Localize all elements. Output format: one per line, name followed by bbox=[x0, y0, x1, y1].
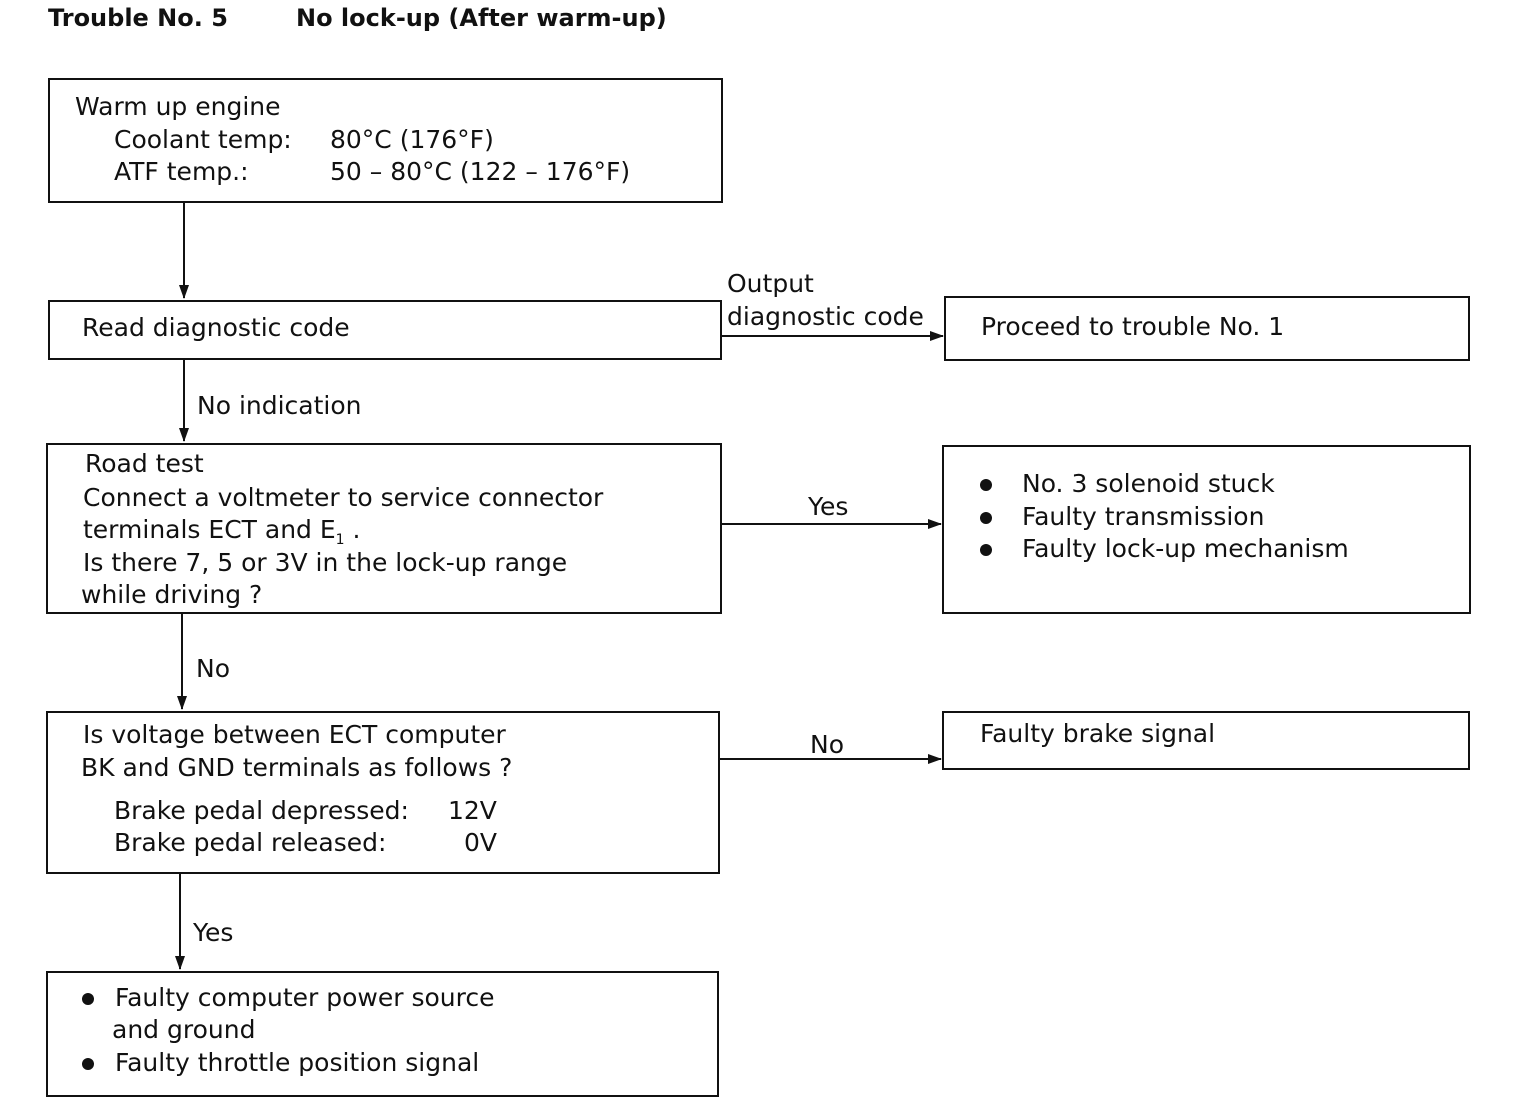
voltage-box: Is voltage between ECT computer BK and G… bbox=[46, 711, 720, 874]
atf-value: 50 – 80°C (122 – 176°F) bbox=[330, 157, 631, 186]
trouble-number: Trouble No. 5 bbox=[48, 4, 228, 32]
bullet-icon bbox=[980, 479, 992, 491]
brake-box: Faulty brake signal bbox=[942, 711, 1470, 770]
brake-text: Faulty brake signal bbox=[980, 719, 1216, 748]
brake-released-label: Brake pedal released: bbox=[114, 828, 387, 857]
bullet-icon bbox=[82, 1058, 94, 1070]
brake-released-value: 0V bbox=[464, 828, 498, 857]
road-test-line3-end: . bbox=[344, 515, 361, 544]
road-test-line3-text: terminals ECT and E bbox=[83, 515, 336, 544]
bullet-icon bbox=[82, 993, 94, 1005]
edge-label-yes-2: Yes bbox=[193, 918, 234, 947]
warmup-heading: Warm up engine bbox=[75, 92, 281, 121]
bullet-icon bbox=[980, 512, 992, 524]
brake-depressed-value: 12V bbox=[448, 796, 497, 825]
road-test-heading: Road test bbox=[85, 449, 204, 478]
road-test-line4: Is there 7, 5 or 3V in the lock-up range bbox=[83, 548, 568, 577]
solenoid-box: No. 3 solenoid stuck Faulty transmission… bbox=[942, 445, 1471, 614]
coolant-label: Coolant temp: bbox=[114, 125, 292, 154]
warmup-box: Warm up engine Coolant temp: 80°C (176°F… bbox=[48, 78, 723, 203]
proceed-text: Proceed to trouble No. 1 bbox=[981, 312, 1285, 341]
page-title: No lock-up (After warm-up) bbox=[296, 4, 667, 32]
road-test-box: Road test Connect a voltmeter to service… bbox=[46, 443, 722, 614]
atf-label: ATF temp.: bbox=[114, 157, 249, 186]
edge-label-no-1: No bbox=[196, 654, 230, 683]
road-test-line3-subscript: 1 bbox=[335, 532, 345, 548]
brake-depressed-label: Brake pedal depressed: bbox=[114, 796, 409, 825]
final-item-1-line2: and ground bbox=[112, 1015, 256, 1044]
edge-label-no-indication: No indication bbox=[197, 391, 362, 420]
voltage-line1: Is voltage between ECT computer bbox=[83, 720, 506, 749]
road-test-line3: terminals ECT and E1 . bbox=[83, 513, 360, 557]
edge-label-diagnostic-code: diagnostic code bbox=[727, 302, 924, 331]
final-item-1-line1: Faulty computer power source bbox=[115, 983, 495, 1012]
proceed-box: Proceed to trouble No. 1 bbox=[944, 296, 1470, 361]
solenoid-item-3: Faulty lock-up mechanism bbox=[1022, 534, 1349, 563]
solenoid-item-2: Faulty transmission bbox=[1022, 502, 1265, 531]
road-test-line2: Connect a voltmeter to service connector bbox=[83, 483, 604, 512]
edge-label-output: Output bbox=[727, 269, 814, 298]
read-code-text: Read diagnostic code bbox=[82, 313, 350, 342]
solenoid-item-1: No. 3 solenoid stuck bbox=[1022, 469, 1275, 498]
final-box: Faulty computer power source and ground … bbox=[46, 971, 719, 1097]
edge-label-yes-1: Yes bbox=[808, 492, 849, 521]
road-test-line5: while driving ? bbox=[81, 580, 263, 609]
final-item-2: Faulty throttle position signal bbox=[115, 1048, 480, 1077]
coolant-value: 80°C (176°F) bbox=[330, 125, 494, 154]
bullet-icon bbox=[980, 544, 992, 556]
edge-label-no-2: No bbox=[810, 730, 844, 759]
voltage-line2: BK and GND terminals as follows ? bbox=[81, 753, 513, 782]
read-code-box: Read diagnostic code bbox=[48, 300, 722, 360]
